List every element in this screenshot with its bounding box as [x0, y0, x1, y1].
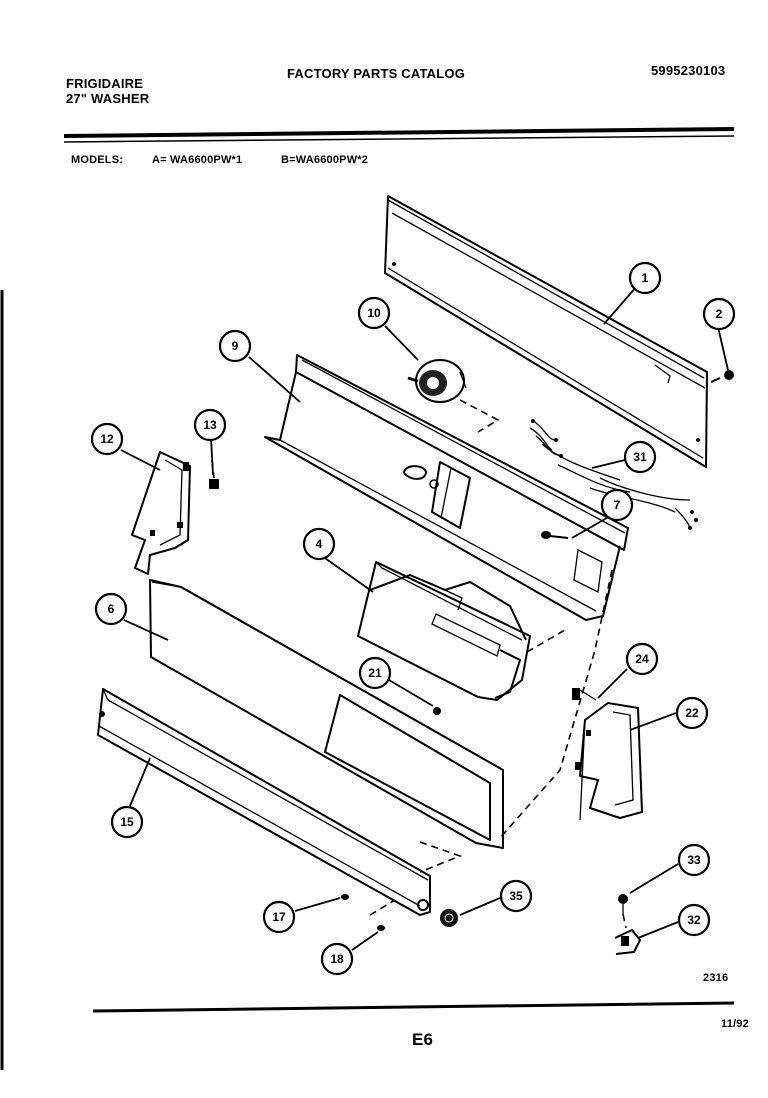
- svg-text:10: 10: [367, 306, 381, 320]
- part-screw-18: [377, 925, 385, 931]
- footer-rule: [92, 1001, 735, 1013]
- part-screw-2: [710, 370, 734, 383]
- models-label: MODELS:: [71, 154, 124, 166]
- svg-text:24: 24: [635, 652, 649, 666]
- callout-32: 32: [677, 903, 711, 937]
- part-screw-21: [433, 707, 441, 715]
- timer-guide-line: [459, 399, 500, 433]
- drawing-number: 2316: [703, 972, 729, 984]
- page-code: E6: [412, 1030, 434, 1049]
- part-left-bracket: [131, 451, 191, 575]
- part-bottom-rail: [97, 688, 431, 916]
- callout-33: 33: [677, 843, 711, 877]
- part-screw-17: [341, 894, 349, 900]
- svg-text:7: 7: [614, 498, 621, 512]
- callout-13: 13: [193, 408, 227, 442]
- part-screw-33: [618, 894, 628, 904]
- svg-text:6: 6: [108, 602, 115, 616]
- svg-text:2: 2: [716, 307, 723, 321]
- revision-date: 11/92: [721, 1018, 749, 1030]
- catalog-number: 5995230103: [651, 63, 726, 78]
- svg-text:31: 31: [633, 450, 647, 464]
- callout-15: 15: [110, 805, 144, 839]
- callout-31: 31: [623, 440, 657, 474]
- svg-text:1: 1: [642, 271, 649, 285]
- callout-35: 35: [499, 879, 533, 913]
- part-knob: [440, 909, 458, 927]
- svg-text:21: 21: [368, 666, 382, 680]
- svg-text:33: 33: [687, 853, 701, 867]
- svg-text:32: 32: [687, 913, 701, 927]
- callout-18: 18: [320, 942, 354, 976]
- svg-text:9: 9: [232, 339, 239, 353]
- callout-4: 4: [302, 527, 336, 561]
- header-rule-thin: [63, 135, 735, 143]
- svg-text:4: 4: [316, 537, 323, 551]
- rail-guide-line: [419, 841, 463, 873]
- callout-9: 9: [218, 329, 252, 363]
- svg-text:17: 17: [272, 910, 286, 924]
- callout-2: 2: [702, 297, 736, 331]
- svg-text:13: 13: [203, 418, 217, 432]
- control-guide-line: [526, 629, 566, 653]
- brand-title: FRIGIDAIRE: [66, 76, 144, 91]
- clip-24-outline: [579, 689, 597, 701]
- part-clip-24: [572, 688, 580, 700]
- svg-text:22: 22: [685, 706, 699, 720]
- svg-text:12: 12: [100, 432, 114, 446]
- part-clamp: [614, 929, 641, 955]
- part-control-frame: [264, 354, 629, 621]
- svg-text:35: 35: [509, 889, 523, 903]
- product-title: 27" WASHER: [66, 91, 150, 106]
- part-back-panel: [384, 195, 708, 468]
- panel-guide-line: [499, 569, 613, 839]
- callout-7: 7: [600, 488, 634, 522]
- callout-12: 12: [90, 422, 124, 456]
- part-timer: [407, 359, 467, 403]
- callout-22: 22: [675, 696, 709, 730]
- part-panel-face: [149, 579, 504, 849]
- model-b: B=WA6600PW*2: [281, 154, 369, 166]
- callout-21: 21: [358, 656, 392, 690]
- catalog-title: FACTORY PARTS CATALOG: [287, 66, 466, 81]
- leader-lines: [120, 285, 729, 951]
- model-a: A= WA6600PW*1: [152, 154, 243, 166]
- callout-24: 24: [625, 642, 659, 676]
- clamp-guide-line: [622, 913, 627, 929]
- callout-17: 17: [262, 900, 296, 934]
- callout-1: 1: [628, 261, 662, 295]
- screw-guide-line: [369, 899, 396, 916]
- header-rule: [63, 127, 735, 138]
- part-clip-13: [209, 479, 219, 489]
- part-screw-7: [541, 531, 569, 539]
- callout-6: 6: [94, 592, 128, 626]
- part-right-bracket: [575, 702, 643, 821]
- part-wire-harness: [529, 419, 698, 530]
- svg-text:18: 18: [330, 952, 344, 966]
- part-electronic-control: [357, 561, 531, 701]
- svg-text:15: 15: [120, 815, 134, 829]
- callout-10: 10: [357, 296, 391, 330]
